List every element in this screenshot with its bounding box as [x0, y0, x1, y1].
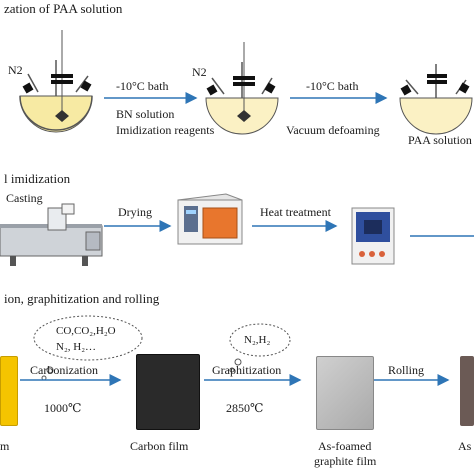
- carbonization-label: Carbonization: [30, 363, 98, 377]
- oven-icon: [177, 193, 243, 245]
- foamed-label-2: graphite film: [314, 454, 377, 468]
- gas-cloud-1: [33, 315, 143, 381]
- drying-label: Drying: [118, 205, 152, 219]
- heat-label: Heat treatment: [260, 205, 331, 219]
- cloud-1-line-2: N₂, H₂…: [56, 341, 97, 353]
- bath-label-1: -10°C bath: [116, 79, 169, 93]
- gas-cloud-2: [229, 323, 291, 373]
- reagent-label-1: BN solution: [116, 107, 175, 121]
- cloud-2-text: N₂,H₂: [244, 334, 271, 346]
- right-edge-label: As: [458, 439, 472, 453]
- defoam-label: Vacuum defoaming: [286, 123, 380, 137]
- product-label: PAA solution: [408, 133, 472, 147]
- section-2-title: l imidization: [4, 171, 71, 186]
- carbon-film-image: [136, 354, 200, 430]
- temp-1-label: 1000℃: [44, 401, 82, 415]
- flask-2: [205, 42, 279, 135]
- pi-film-image: [0, 356, 18, 426]
- section-1-title: zation of PAA solution: [4, 1, 123, 16]
- gas-label-2: N2: [192, 65, 207, 79]
- casting-machine-icon: [0, 203, 103, 266]
- reagent-label-2: Imidization reagents: [116, 123, 215, 137]
- section-3-title: ion, graphitization and rolling: [4, 291, 160, 306]
- furnace-icon: [351, 207, 395, 265]
- graphitization-label: Graphitization: [212, 363, 282, 377]
- carbon-film-label: Carbon film: [130, 439, 189, 453]
- rolled-film-image: [460, 356, 474, 426]
- graphite-film-image: [316, 356, 374, 430]
- temp-2-label: 2850℃: [226, 401, 264, 415]
- casting-label: Casting: [6, 191, 43, 205]
- flask-1: [19, 30, 93, 133]
- rolling-label: Rolling: [388, 363, 425, 377]
- cloud-1-line-1: CO,CO₂,H₂O: [56, 325, 116, 337]
- flask-3: [399, 64, 473, 135]
- bath-label-2: -10°C bath: [306, 79, 359, 93]
- foamed-label-1: As-foamed: [318, 439, 372, 453]
- gas-label-1: N2: [8, 63, 23, 77]
- film-left-label: m: [0, 439, 10, 453]
